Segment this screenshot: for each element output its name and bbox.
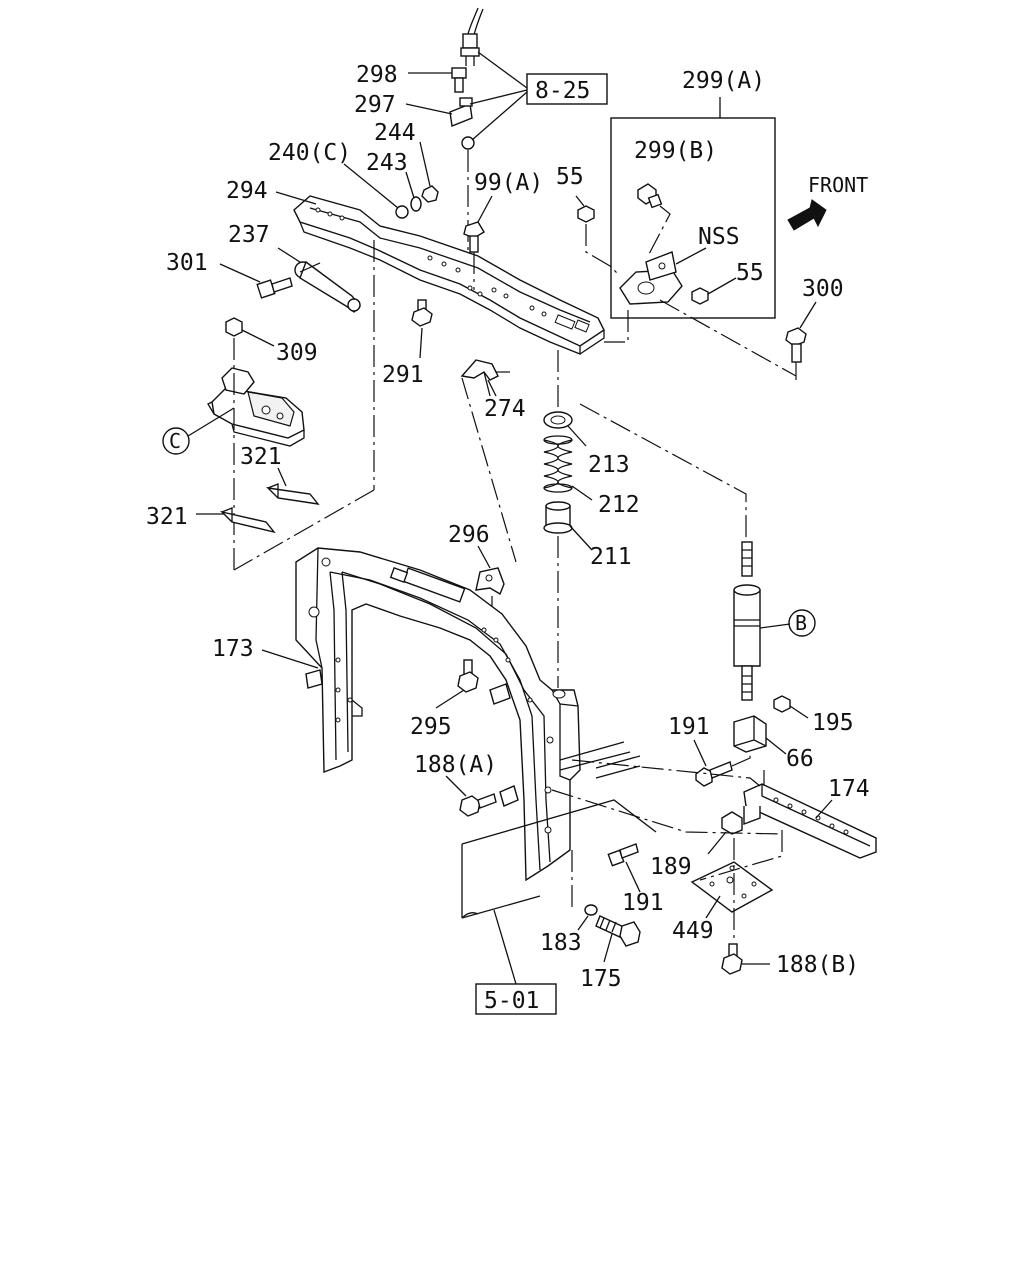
spring-212 bbox=[543, 435, 573, 493]
bolt-188b bbox=[721, 943, 743, 975]
bracket-296 bbox=[475, 567, 505, 596]
bumper-211 bbox=[543, 501, 573, 534]
label-291: 291 bbox=[382, 362, 424, 388]
bolt-291 bbox=[411, 299, 433, 327]
label-front: FRONT bbox=[808, 173, 868, 197]
assembly-299a-box bbox=[610, 97, 776, 319]
label-299a: 299(A) bbox=[682, 68, 765, 94]
bolt-188a bbox=[459, 793, 497, 817]
frame-sheet-5-01 bbox=[461, 799, 657, 919]
bracket-274 bbox=[460, 359, 499, 397]
label-55-top: 55 bbox=[556, 164, 584, 190]
module-c bbox=[207, 367, 305, 447]
label-321-lower: 321 bbox=[146, 504, 188, 530]
shim-321-upper bbox=[266, 483, 320, 505]
label-299b: 299(B) bbox=[634, 138, 717, 164]
reference-5-01-label: 5-01 bbox=[484, 988, 539, 1014]
front-arrow-icon bbox=[787, 199, 827, 231]
washer-243 bbox=[410, 196, 422, 212]
nut-189 bbox=[721, 811, 743, 835]
label-173: 173 bbox=[212, 636, 254, 662]
label-296: 296 bbox=[448, 522, 490, 548]
callout-c bbox=[162, 427, 190, 455]
label-237: 237 bbox=[228, 222, 270, 248]
label-243: 243 bbox=[366, 150, 408, 176]
shim-321-lower bbox=[219, 507, 276, 534]
bolt-295 bbox=[457, 659, 479, 693]
label-183: 183 bbox=[540, 930, 582, 956]
label-309: 309 bbox=[276, 340, 318, 366]
label-300: 300 bbox=[802, 276, 844, 302]
washer-240c bbox=[395, 205, 409, 219]
label-188b: 188(B) bbox=[776, 952, 859, 978]
callout-b bbox=[788, 609, 816, 637]
bolt-301 bbox=[256, 277, 293, 299]
label-449: 449 bbox=[672, 918, 714, 944]
label-66: 66 bbox=[786, 746, 814, 772]
label-99a: 99(A) bbox=[474, 170, 543, 196]
label-188a: 188(A) bbox=[414, 752, 497, 778]
label-175: 175 bbox=[580, 966, 622, 992]
bolt-300 bbox=[785, 327, 807, 363]
bolt-298 bbox=[451, 67, 467, 93]
bolt-175 bbox=[595, 915, 641, 947]
label-174: 174 bbox=[828, 776, 870, 802]
plate-449 bbox=[690, 861, 774, 913]
bracket-66 bbox=[733, 715, 767, 753]
label-212: 212 bbox=[598, 492, 640, 518]
nut-244 bbox=[421, 185, 439, 203]
label-274: 274 bbox=[484, 396, 526, 422]
reference-8-25-label: 8-25 bbox=[535, 78, 590, 104]
nut-309 bbox=[225, 317, 243, 337]
bolt-191-lower bbox=[607, 843, 639, 867]
arch-frame-173 bbox=[295, 547, 581, 882]
label-nss: NSS bbox=[698, 224, 740, 250]
reference-8-25: 8-25 bbox=[469, 51, 608, 141]
label-189: 189 bbox=[650, 854, 692, 880]
part-labels: 298 297 244 240(C) 243 294 237 301 99(A)… bbox=[146, 62, 870, 992]
bolt-99a bbox=[463, 221, 485, 253]
seat-213 bbox=[543, 411, 573, 429]
label-191-upper: 191 bbox=[668, 714, 710, 740]
label-321-upper: 321 bbox=[240, 444, 282, 470]
crossmember-294 bbox=[293, 195, 605, 355]
label-295: 295 bbox=[410, 714, 452, 740]
label-297: 297 bbox=[354, 92, 396, 118]
label-240c: 240(C) bbox=[268, 140, 351, 166]
label-244: 244 bbox=[374, 120, 416, 146]
label-191-lower: 191 bbox=[622, 890, 664, 916]
callout-c-label: C bbox=[169, 429, 181, 453]
label-298: 298 bbox=[356, 62, 398, 88]
label-301: 301 bbox=[166, 250, 208, 276]
clip-297 bbox=[449, 97, 473, 127]
label-55-box: 55 bbox=[736, 260, 764, 286]
nut-55-top bbox=[577, 205, 595, 223]
shock-absorber-b bbox=[733, 541, 761, 701]
label-294: 294 bbox=[226, 178, 268, 204]
sensor-cable bbox=[460, 7, 484, 66]
nut-195 bbox=[773, 695, 791, 713]
label-213: 213 bbox=[588, 452, 630, 478]
reference-5-01 bbox=[475, 983, 557, 1015]
grommet bbox=[461, 136, 475, 150]
washer-183 bbox=[584, 904, 598, 916]
label-195: 195 bbox=[812, 710, 854, 736]
label-211: 211 bbox=[590, 544, 632, 570]
callout-b-label: B bbox=[795, 611, 807, 635]
